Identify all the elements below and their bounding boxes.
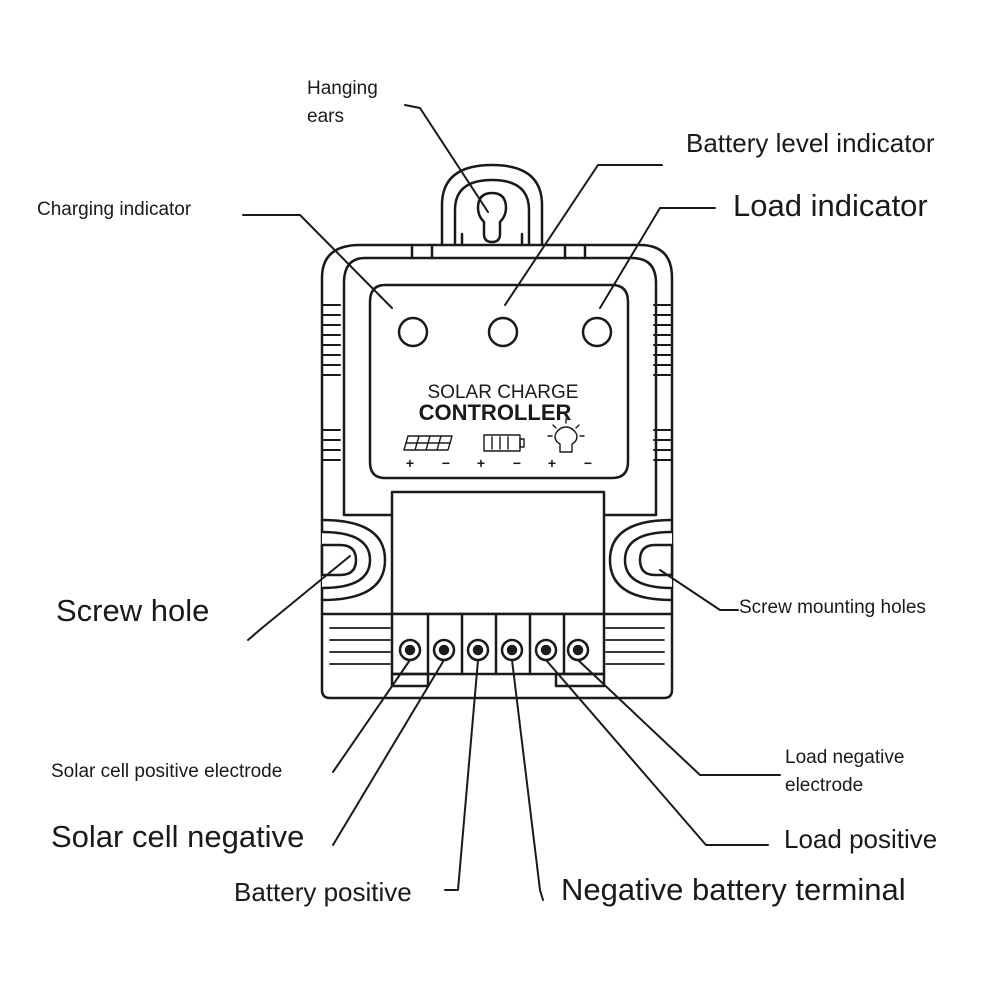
right-screw-hole xyxy=(608,518,674,602)
front-panel xyxy=(368,283,630,480)
leader-solar-positive xyxy=(332,659,411,773)
label-battery-positive: Battery positive xyxy=(234,877,412,907)
label-negative-battery-terminal: Negative battery terminal xyxy=(561,872,906,907)
label-charging-indicator: Charging indicator xyxy=(37,199,192,220)
panel-title-line2: CONTROLLER xyxy=(419,400,572,425)
label-hanging-ears: Hanging ears xyxy=(307,78,378,127)
leader-load-indicator xyxy=(599,207,716,309)
leader-load-positive xyxy=(545,659,769,846)
label-battery-level-indicator: Battery level indicator xyxy=(686,128,935,158)
hanging-ear xyxy=(440,163,544,247)
left-grip xyxy=(321,304,341,461)
keyhole-slot xyxy=(476,191,508,244)
label-screw-hole: Screw hole xyxy=(56,593,210,628)
battery-minus-sign: − xyxy=(513,455,521,471)
label-solar-cell-negative: Solar cell negative xyxy=(51,819,305,854)
label-solar-cell-positive-electrode: Solar cell positive electrode xyxy=(51,761,283,782)
label-screw-mounting-holes: Screw mounting holes xyxy=(739,597,926,618)
solar-panel-icon xyxy=(403,435,453,451)
leader-battery-positive xyxy=(444,659,479,891)
load-minus-sign: − xyxy=(584,455,592,471)
load-plus-sign: + xyxy=(548,455,556,471)
charging-indicator-led xyxy=(397,316,429,348)
leader-battery-level xyxy=(504,164,663,306)
solar-plus-sign: + xyxy=(406,455,414,471)
leader-lines xyxy=(242,104,781,901)
battery-plus-sign: + xyxy=(477,455,485,471)
leader-screw-mounting-holes xyxy=(659,569,739,611)
label-load-positive: Load positive xyxy=(784,824,938,854)
leader-hanging-ears xyxy=(404,104,489,213)
leader-negative-battery xyxy=(511,659,544,901)
right-grip xyxy=(653,304,673,461)
load-indicator-led xyxy=(581,316,613,348)
label-load-negative-electrode: Load negative electrode xyxy=(785,747,905,796)
leader-solar-negative xyxy=(332,659,445,846)
leader-load-negative xyxy=(577,659,781,776)
load-bulb-icon xyxy=(547,418,585,453)
leader-charging-indicator xyxy=(242,214,393,309)
battery-icon xyxy=(483,434,525,452)
leader-screw-hole xyxy=(247,555,351,641)
solar-minus-sign: − xyxy=(442,455,450,471)
label-load-indicator: Load indicator xyxy=(733,188,928,223)
panel-title-line1: SOLAR CHARGE xyxy=(428,382,579,403)
battery-level-indicator-led xyxy=(487,316,519,348)
